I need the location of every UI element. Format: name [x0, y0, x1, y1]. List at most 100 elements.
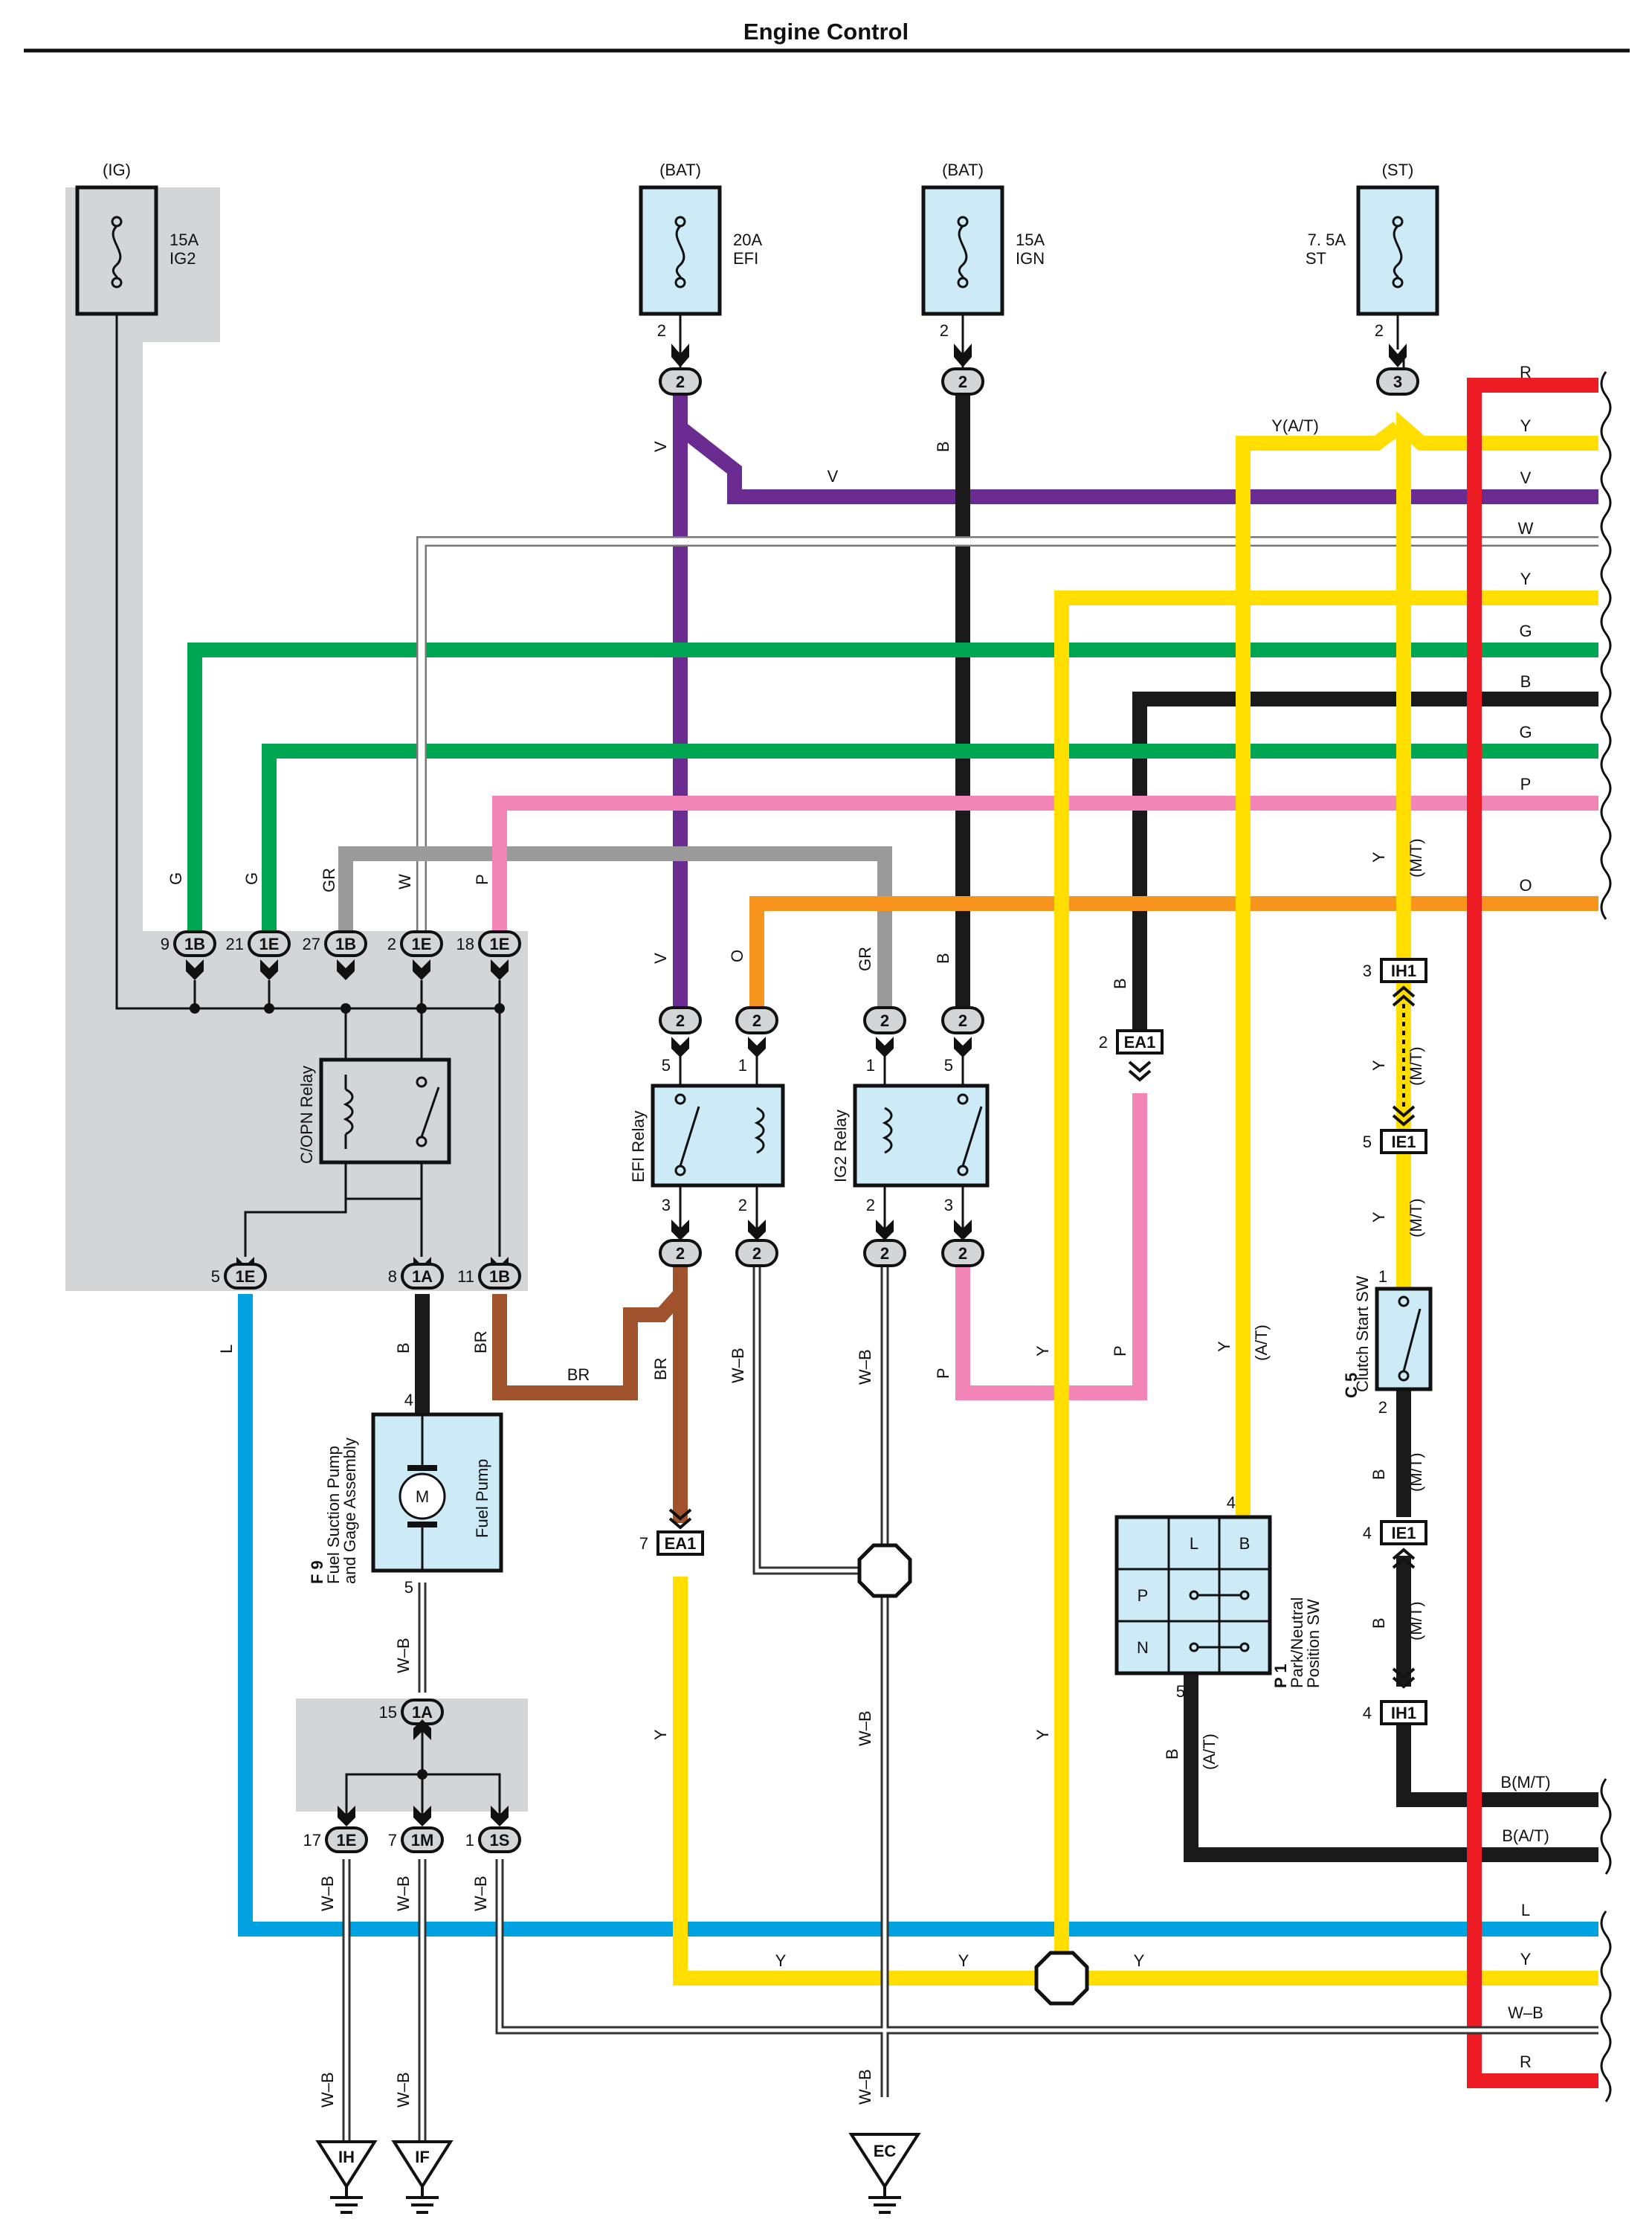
svg-text:1E: 1E	[412, 935, 432, 953]
connector-1e-2: 1E 2	[387, 930, 443, 980]
svg-text:Y: Y	[1369, 1211, 1388, 1223]
fuse-ign-name: IGN	[1016, 249, 1045, 268]
svg-text:2: 2	[676, 373, 685, 391]
svg-text:4: 4	[1227, 1493, 1236, 1512]
svg-text:(A/T): (A/T)	[1200, 1733, 1219, 1770]
wire-yellow-bottom	[673, 1577, 1598, 1986]
svg-text:B: B	[1369, 1617, 1388, 1629]
svg-text:2: 2	[676, 1011, 685, 1030]
svg-text:IE1: IE1	[1391, 1524, 1416, 1542]
fuse-ig2-name: IG2	[170, 249, 196, 268]
wire-orange	[749, 896, 1598, 1020]
svg-text:8: 8	[388, 1267, 397, 1286]
ea1-bottom: EA1 7	[639, 1508, 704, 1556]
clutch-sw-label: Clutch Start SW	[1353, 1275, 1372, 1392]
fuse-ig2-source: (IG)	[103, 161, 131, 179]
relay-junctions-top: 2 2 2 2 5 1 1 5	[659, 1006, 984, 1075]
svg-text:(A/T): (A/T)	[1252, 1324, 1271, 1361]
svg-text:W–B: W–B	[856, 2069, 874, 2105]
right-wire-labels: R Y V W Y G B G P O B(M/T) B(A/T) L Y W–…	[1500, 363, 1550, 2071]
fuse-st-rating: 7. 5A	[1308, 231, 1346, 249]
svg-text:2: 2	[866, 1196, 875, 1214]
fuse-ign-source: (BAT)	[942, 161, 984, 179]
svg-text:5: 5	[404, 1578, 413, 1597]
bottom-connectors: 1E 1A 1B 5 8 11	[211, 1257, 521, 1290]
svg-text:R: R	[1520, 2053, 1532, 2071]
svg-text:EC: EC	[874, 2142, 897, 2160]
efi-relay-label: EFI Relay	[629, 1110, 648, 1182]
svg-text:2: 2	[958, 1011, 967, 1030]
svg-text:B: B	[1520, 672, 1532, 691]
fuse-efi: (BAT) 20A EFI	[639, 161, 762, 316]
svg-text:IE1: IE1	[1391, 1133, 1416, 1151]
svg-text:L: L	[1190, 1534, 1198, 1553]
svg-text:1E: 1E	[337, 1831, 357, 1849]
svg-text:1: 1	[738, 1056, 747, 1075]
svg-text:(M/T): (M/T)	[1407, 1601, 1425, 1641]
svg-text:4: 4	[1363, 1704, 1372, 1722]
svg-text:3: 3	[1393, 373, 1402, 391]
connector-1e-21: 1E 21	[226, 930, 291, 980]
ih1-bottom: IH1 4	[1363, 1667, 1427, 1725]
svg-text:Y: Y	[1520, 416, 1532, 435]
svg-text:5: 5	[1363, 1133, 1372, 1151]
ie1-top: IE1 5	[1363, 1105, 1427, 1154]
clutch-start-switch: 1 2 C 5 Clutch Start SW	[1342, 1267, 1433, 1417]
svg-text:3: 3	[1363, 962, 1372, 980]
pnp-sw-label-2: Position SW	[1304, 1599, 1323, 1688]
svg-text:17: 17	[303, 1831, 321, 1849]
wire-wb-inner	[344, 1266, 1598, 2142]
svg-text:O: O	[728, 950, 746, 962]
wire-yellow-st	[1396, 411, 1598, 959]
svg-text:L: L	[1521, 1901, 1530, 1919]
svg-text:Y: Y	[775, 1951, 787, 1970]
svg-text:V: V	[651, 953, 670, 964]
svg-text:Y: Y	[1033, 1729, 1052, 1740]
svg-text:1B: 1B	[489, 1267, 510, 1286]
svg-text:G: G	[1519, 622, 1532, 640]
pnp-switch: 4 L B P N 5 P 1 Park/Neutral Position SW	[1114, 1493, 1323, 1701]
svg-text:B: B	[934, 441, 952, 452]
svg-text:2: 2	[958, 373, 967, 391]
wire-green-2	[262, 744, 1598, 943]
ground-ec: EC	[848, 2133, 921, 2214]
copn-relay: C/OPN Relay	[297, 1057, 451, 1165]
svg-text:4: 4	[1363, 1524, 1372, 1542]
svg-text:Y: Y	[1369, 851, 1388, 863]
svg-text:W–B: W–B	[318, 2072, 337, 2108]
wire-label-gr: GR	[320, 868, 338, 892]
svg-text:W–B: W–B	[856, 1349, 874, 1385]
svg-text:1M: 1M	[411, 1831, 434, 1849]
ea1-top: EA1 2	[1099, 1029, 1164, 1082]
svg-text:1A: 1A	[412, 1267, 433, 1286]
svg-text:Y: Y	[1134, 1951, 1145, 1970]
pnp-sw-label-1: Park/Neutral	[1288, 1597, 1306, 1688]
svg-text:1E: 1E	[490, 935, 510, 953]
svg-text:R: R	[1520, 363, 1532, 382]
svg-text:(M/T): (M/T)	[1407, 1452, 1425, 1492]
fuse-efi-source: (BAT)	[659, 161, 701, 179]
wire-pink-1	[492, 796, 1598, 943]
svg-text:V: V	[827, 467, 839, 486]
connector-1e-18: 1E 18	[456, 930, 521, 980]
wire-black-at	[1184, 1673, 1598, 1862]
svg-text:Y: Y	[1520, 1950, 1532, 1968]
splice-y	[1034, 1951, 1089, 2006]
wire-pink-2	[955, 1093, 1147, 1400]
fuse-st: (ST) 7. 5A ST	[1306, 161, 1439, 316]
svg-text:7: 7	[639, 1534, 648, 1553]
connector-1b-27: 1B 27	[303, 930, 367, 980]
wire-label-g2: G	[242, 872, 261, 885]
ie1-bottom: IE1 4	[1363, 1520, 1427, 1569]
svg-text:B(A/T): B(A/T)	[1502, 1826, 1549, 1845]
svg-text:Y: Y	[958, 1951, 969, 1970]
svg-text:P: P	[1138, 1586, 1149, 1605]
svg-text:1A: 1A	[412, 1703, 433, 1722]
wire-black-ea1	[1132, 692, 1598, 1040]
svg-text:2: 2	[880, 1244, 889, 1263]
wire-white-inner	[418, 538, 1598, 943]
svg-text:W–B: W–B	[394, 2072, 413, 2108]
ground-ih: IH	[315, 2140, 378, 2214]
svg-text:G: G	[1519, 723, 1532, 741]
